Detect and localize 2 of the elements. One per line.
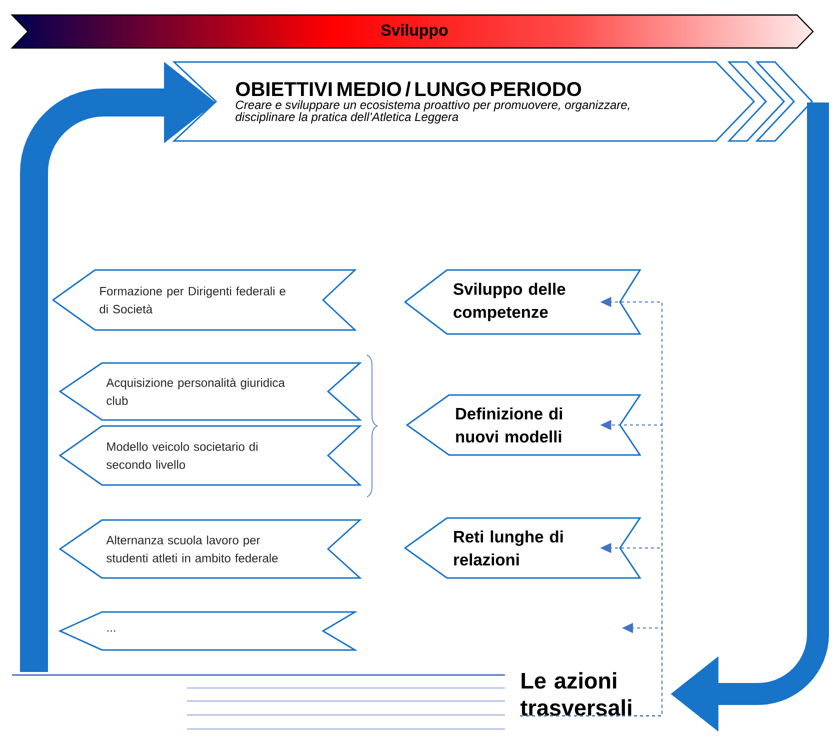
goal-chevron: OBIETTIVI MEDIO / LUNGO PERIODO Creare e sviluppare un ecosistema proattivo per promuovere, organizzare, disciplinare la pratica dell’Atletica Leggera bbox=[172, 61, 814, 142]
heading-text: Le azioni trasversali bbox=[520, 672, 632, 716]
